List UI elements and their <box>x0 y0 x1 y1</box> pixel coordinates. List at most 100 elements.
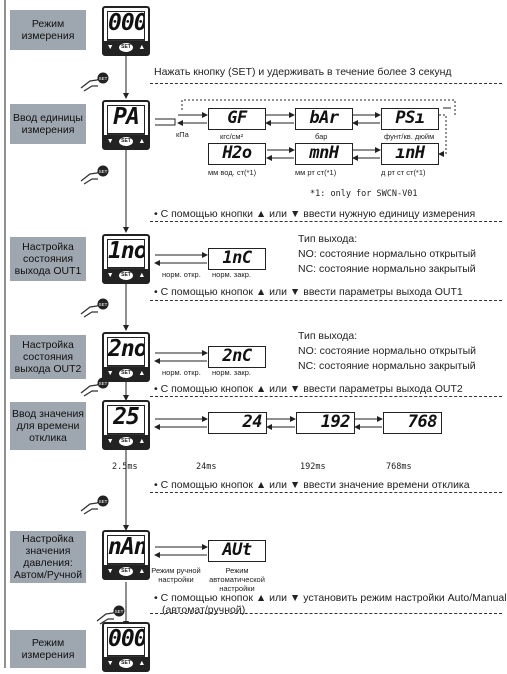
separator <box>150 221 502 222</box>
auto-mode-line: автоматической <box>209 575 265 584</box>
hand-press-set-icon: SET <box>80 377 109 397</box>
up-button: ▲ <box>138 44 146 51</box>
hand-press-set-icon: SET <box>80 72 109 92</box>
up-button: ▲ <box>138 660 146 667</box>
hand-press-set-icon: SET <box>96 605 125 625</box>
unit-label-bar: бар <box>315 132 328 141</box>
svg-text:SET: SET <box>99 169 108 174</box>
separator <box>150 83 502 84</box>
unit-label-h2o: мм вод. ст(*1) <box>208 168 257 177</box>
footnote: *1: only for SWCN-V01 <box>310 189 418 199</box>
unit-label-psi: фунт/кв. дюйм <box>384 132 435 141</box>
hand-press-set-icon: SET <box>80 298 109 318</box>
unit-label-gf: кгс/см² <box>220 132 244 141</box>
out1-no-label: норм. откр. <box>162 270 201 279</box>
response-label-2-5ms: 2.5ms <box>112 462 138 472</box>
device-display: 000 ▼SET▲ <box>102 622 150 672</box>
down-button: ▼ <box>106 272 114 279</box>
svg-text:SET: SET <box>99 76 108 81</box>
step-label: Ввод единицы измерения <box>10 104 86 144</box>
display-digits: 000 <box>108 11 145 36</box>
out2-type-nc: NC: состояние нормально закрытый <box>298 360 476 372</box>
response-display-768: 768 <box>383 412 442 434</box>
step-label: Режим измерения <box>10 10 86 50</box>
unit-label-inhg: д рт ст ст(*1) <box>381 168 426 177</box>
down-button: ▼ <box>106 138 114 145</box>
svg-text:SET: SET <box>99 381 108 386</box>
separator <box>150 492 502 493</box>
step-label: Настройка состояния выхода OUT2 <box>10 335 86 379</box>
display-digits: PA <box>113 105 140 130</box>
response-label-768ms: 768ms <box>386 462 412 472</box>
out1-type-nc: NC: состояние нормально закрытый <box>298 263 476 275</box>
step-label: Режим измерения <box>10 630 86 668</box>
device-display: 25 ▼ SET ▲ <box>102 400 150 450</box>
unit-instruction: • С помощью кнопки ▲ или ▼ ввести нужную… <box>154 208 476 220</box>
out2-nc-display: 2nC <box>208 346 266 368</box>
response-display-24: 24 <box>208 412 267 434</box>
down-button: ▼ <box>106 44 114 51</box>
unit-display-mmhg: mnH <box>295 143 353 165</box>
manual-mode-line: Режим ручной <box>151 566 201 575</box>
out2-type-title: Тип выхода: <box>298 330 358 342</box>
down-button: ▼ <box>106 438 114 445</box>
auto-display: AUt <box>208 540 266 562</box>
display-digits: 25 <box>113 405 140 430</box>
down-button: ▼ <box>106 660 114 667</box>
automan-instruction: • С помощью кнопок ▲ или ▼ установить ре… <box>154 592 507 604</box>
set-button: SET <box>119 567 133 576</box>
unit-label-mmhg: мм рт ст(*1) <box>295 168 337 177</box>
display-digits: nAn <box>108 535 145 560</box>
unit-display-h2o: H2o <box>208 143 266 165</box>
display-digits: 000 <box>108 627 145 652</box>
out1-instruction: • С помощью кнопок ▲ или ▼ ввести параме… <box>154 286 463 298</box>
out2-type-no: NO: состояние нормально открытый <box>298 345 476 357</box>
up-button: ▲ <box>138 138 146 145</box>
out2-no-label: норм. откр. <box>162 368 201 377</box>
separator <box>150 613 502 614</box>
display-digits: 1no <box>108 239 145 264</box>
hold-set-instruction: Нажать кнопку (SET) и удерживать в течен… <box>154 66 452 78</box>
auto-mode-line: Режим <box>225 566 249 575</box>
set-button: SET <box>119 437 133 446</box>
response-label-192ms: 192ms <box>300 462 326 472</box>
out1-nc-label: норм. закр. <box>212 270 251 279</box>
set-button: SET <box>119 43 133 52</box>
down-button: ▼ <box>106 568 114 575</box>
out1-type-no: NO: состояние нормально открытый <box>298 248 476 260</box>
unit-display-psi: PSı <box>381 108 439 130</box>
step-label: Настройка значения давления: Автом/Ручно… <box>10 531 86 583</box>
hand-press-set-icon: SET <box>80 165 109 185</box>
up-button: ▲ <box>138 370 146 377</box>
unit-display-gf: GF <box>208 108 266 130</box>
manual-mode-label: Режим ручной настройки <box>150 566 202 584</box>
device-display: nAn ▼SET▲ <box>102 530 150 580</box>
device-display: 000 ▼ SET ▲ <box>102 6 150 56</box>
display-digits: 2no <box>108 337 145 362</box>
device-display: 2no ▼ SET ▲ <box>102 332 150 382</box>
auto-mode-label: Режим автоматической настройки <box>204 566 270 593</box>
out2-nc-label: норм. закр. <box>212 368 251 377</box>
svg-text:SET: SET <box>115 609 124 614</box>
hand-press-set-icon: SET <box>80 495 109 515</box>
set-button: SET <box>119 369 133 378</box>
step-label: Ввод значения для времени отклика <box>10 402 86 450</box>
response-instruction: • С помощью кнопок ▲ или ▼ ввести значен… <box>154 479 470 491</box>
out2-instruction: • С помощью кнопок ▲ или ▼ ввести параме… <box>154 383 463 395</box>
down-button: ▼ <box>106 370 114 377</box>
out1-nc-display: 1nC <box>208 248 266 270</box>
device-display: PA ▼ SET ▲ <box>102 100 150 150</box>
set-button: SET <box>119 271 133 280</box>
svg-text:SET: SET <box>99 499 108 504</box>
set-button: SET <box>119 137 133 146</box>
unit-label-kpa: кПа <box>176 130 189 139</box>
step-label: Настройка состояния выхода OUT1 <box>10 237 86 281</box>
out1-type-title: Тип выхода: <box>298 233 358 245</box>
up-button: ▲ <box>138 438 146 445</box>
response-label-24ms: 24ms <box>196 462 217 472</box>
auto-mode-line: настройки <box>219 584 255 593</box>
unit-display-bar: bAr <box>295 108 353 130</box>
svg-text:SET: SET <box>99 302 108 307</box>
manual-mode-line: настройки <box>158 575 194 584</box>
